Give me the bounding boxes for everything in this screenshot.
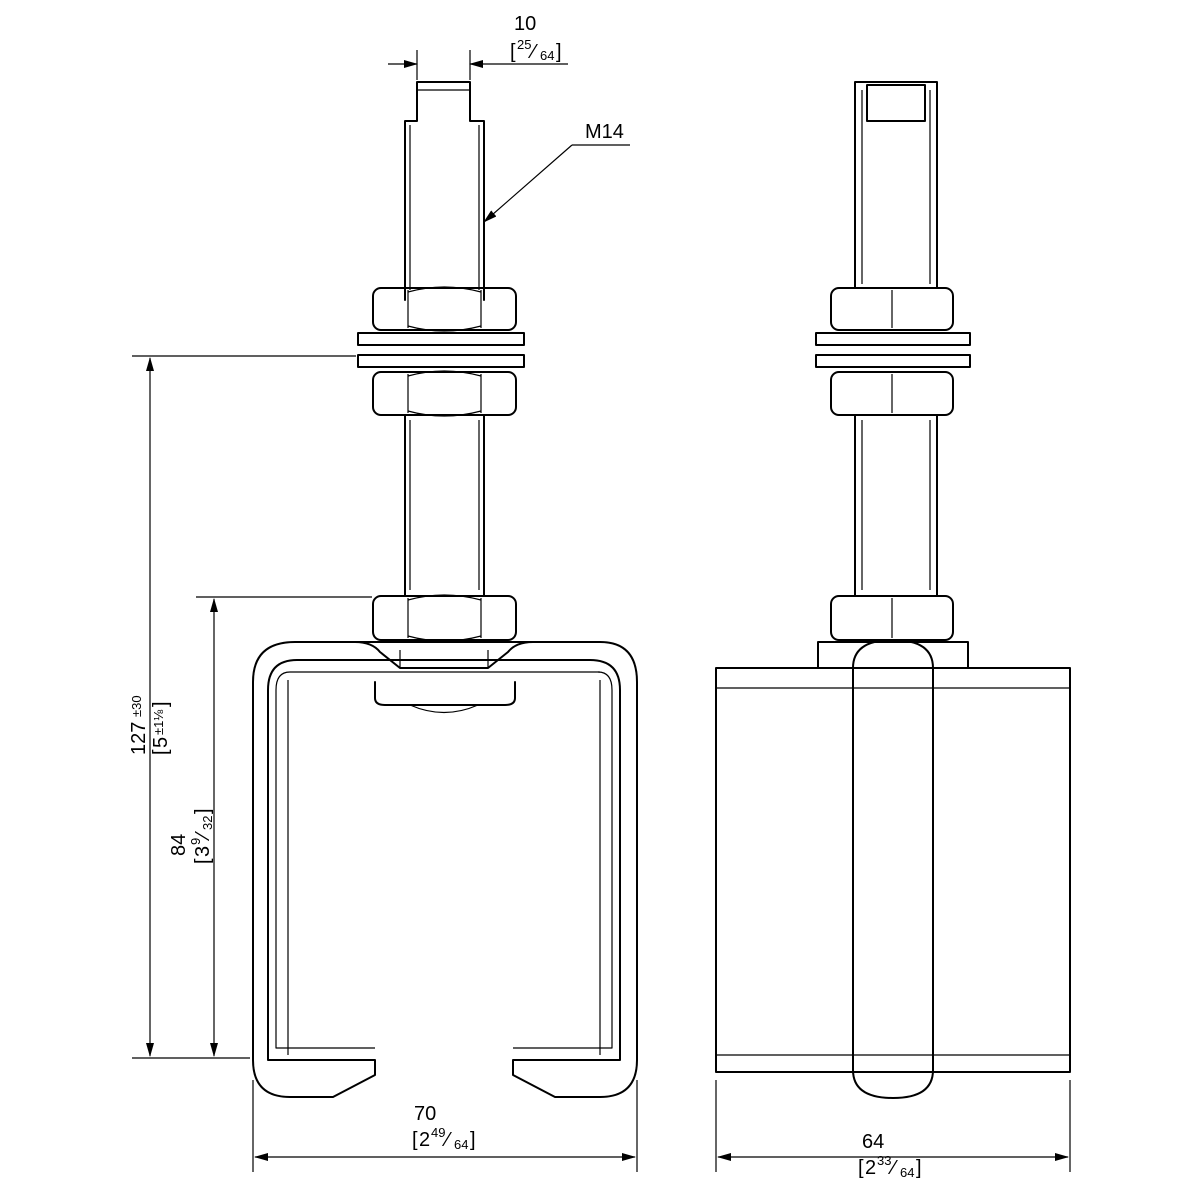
side-upper-washer xyxy=(815,332,971,346)
side-view xyxy=(715,81,1071,1099)
dim-side-width-inch-den: 64 xyxy=(900,1165,914,1180)
threaded-rod xyxy=(404,414,485,597)
svg-text:]: ] xyxy=(150,701,172,707)
dim-top-width-inch-num: 25 xyxy=(517,37,531,52)
upper-washer xyxy=(357,332,525,346)
svg-text:[: [ xyxy=(412,1129,418,1151)
dim-front-width-inch: 2 xyxy=(419,1129,430,1151)
side-rod-tip xyxy=(854,81,938,289)
dim-overall-height: 127 ±30 [ 5 ±1⅛ ] xyxy=(128,355,356,1059)
dim-top-width-value: 10 xyxy=(514,13,536,35)
svg-text:[: [ xyxy=(192,858,214,864)
dim-channel-height-inch: 3 xyxy=(192,846,214,857)
svg-text:⁄: ⁄ xyxy=(527,41,538,63)
side-channel-body xyxy=(715,667,1071,1073)
dim-channel-height-inch-den: 32 xyxy=(200,816,215,830)
dim-front-width-inch-num: 49 xyxy=(431,1125,445,1140)
dim-overall-height-inch-tol: ±1⅛ xyxy=(151,710,166,735)
channel-hub xyxy=(354,641,534,669)
dim-side-width-inch-num: 33 xyxy=(877,1153,891,1168)
dim-channel-height-inch-num: 9 xyxy=(188,838,203,845)
svg-text:⁄: ⁄ xyxy=(192,831,214,842)
svg-text:]: ] xyxy=(192,808,214,814)
dim-thread: M14 xyxy=(483,121,630,223)
rod-tip xyxy=(404,81,485,301)
dim-side-width-inch: 2 xyxy=(865,1157,876,1179)
dim-front-width-inch-den: 64 xyxy=(454,1137,468,1152)
svg-text:⁄: ⁄ xyxy=(887,1157,898,1179)
svg-text:[: [ xyxy=(510,41,516,63)
side-upper-nut xyxy=(830,287,954,331)
svg-text:[: [ xyxy=(858,1157,864,1179)
side-bottom-nut xyxy=(830,595,954,641)
dim-front-width-value: 70 xyxy=(414,1103,436,1125)
svg-text:]: ] xyxy=(470,1129,476,1151)
upper-nut xyxy=(372,286,517,332)
lower-washer xyxy=(357,354,525,368)
dim-overall-height-inch: 5 xyxy=(150,737,172,748)
channel-outer xyxy=(252,641,638,1098)
svg-text:[: [ xyxy=(150,749,172,755)
side-lower-washer xyxy=(815,354,971,368)
svg-text:]: ] xyxy=(916,1157,922,1179)
dim-side-width-value: 64 xyxy=(862,1131,884,1153)
dim-overall-height-tol: ±30 xyxy=(129,695,144,717)
inner-nut xyxy=(374,681,516,706)
dim-overall-height-value: 127 xyxy=(128,722,150,755)
dim-front-width: 70 [ 2 49 ⁄ 64 ] xyxy=(252,1080,638,1172)
dim-side-width: 64 [ 2 33 ⁄ 64 ] xyxy=(715,1080,1071,1180)
lock-nut xyxy=(372,370,517,417)
front-view xyxy=(252,81,638,1098)
dim-channel-height: 84 [ 3 9 ⁄ 32 ] xyxy=(168,596,372,1057)
side-hub xyxy=(817,641,969,669)
side-weld-bead xyxy=(852,639,934,1099)
svg-text:]: ] xyxy=(556,41,562,63)
thread-label: M14 xyxy=(585,121,624,143)
side-rod-head xyxy=(866,84,926,122)
bottom-nut xyxy=(372,594,517,642)
svg-text:⁄: ⁄ xyxy=(441,1129,452,1151)
dim-top-width: 10 [ 25 ⁄ 64 ] xyxy=(388,13,568,80)
dim-top-width-inch-den: 64 xyxy=(540,48,554,63)
side-lock-nut xyxy=(830,371,954,416)
dim-channel-height-value: 84 xyxy=(168,834,190,856)
